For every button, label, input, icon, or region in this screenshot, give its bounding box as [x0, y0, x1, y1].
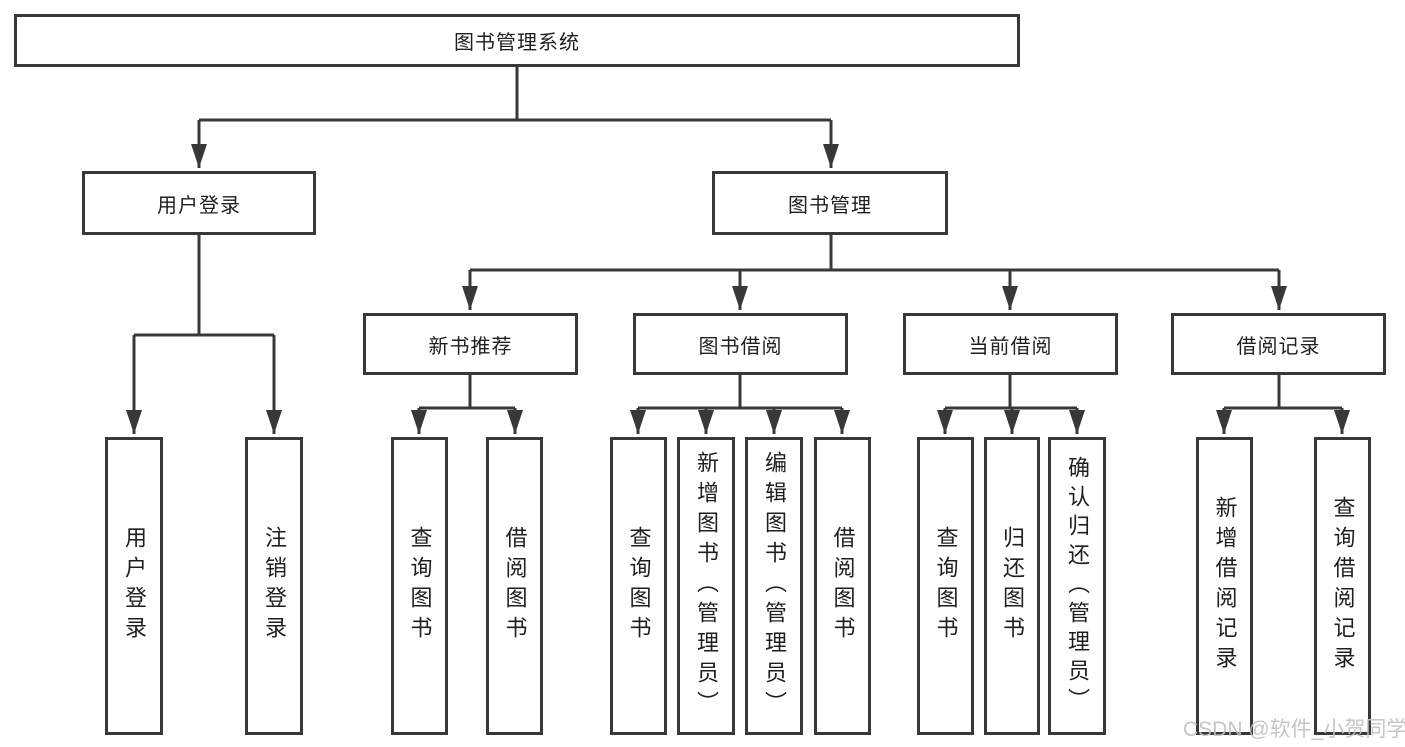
- node-book-borrow: 图书借阅: [633, 313, 848, 375]
- node-label: 新增图书（管理员）: [694, 451, 719, 721]
- node-label: 查询图书: [407, 526, 433, 646]
- leaf-borrow-books-2: 借阅图书: [814, 437, 871, 735]
- node-label: 查询借阅记录: [1330, 496, 1356, 676]
- csdn-watermark: CSDN @软件_小贺同学: [1183, 718, 1405, 741]
- leaf-edit-book-admin: 编辑图书（管理员）: [745, 437, 803, 735]
- node-label: 借阅图书: [502, 526, 528, 646]
- node-label: 用户登录: [157, 194, 241, 217]
- node-label: 图书管理: [788, 194, 872, 217]
- node-label: 借阅记录: [1236, 335, 1321, 358]
- node-label: 归还图书: [1000, 526, 1025, 646]
- node-label: 查询图书: [933, 526, 959, 646]
- node-new-book-recommend: 新书推荐: [363, 313, 578, 375]
- node-label: 图书管理系统: [454, 32, 580, 54]
- node-user-login: 用户登录: [82, 171, 316, 235]
- node-label: 当前借阅: [968, 335, 1053, 358]
- node-label: 图书借阅: [698, 335, 783, 358]
- leaf-confirm-return-admin: 确认归还（管理员）: [1048, 437, 1106, 735]
- node-borrow-records: 借阅记录: [1171, 313, 1386, 375]
- node-label: 新书推荐: [428, 335, 513, 358]
- node-book-management: 图书管理: [712, 171, 948, 235]
- leaf-query-books-2: 查询图书: [610, 437, 667, 735]
- node-label: 确认归还（管理员）: [1065, 455, 1090, 717]
- node-book-management-system: 图书管理系统: [14, 14, 1020, 67]
- node-label: 注销登录: [262, 526, 287, 646]
- leaf-return-book: 归还图书: [984, 437, 1040, 735]
- leaf-query-books-3: 查询图书: [917, 437, 974, 735]
- leaf-query-borrow-record: 查询借阅记录: [1314, 437, 1371, 735]
- leaf-borrow-books-1: 借阅图书: [486, 437, 543, 735]
- leaf-logout: 注销登录: [245, 437, 303, 735]
- node-label: 用户登录: [122, 526, 147, 646]
- node-current-borrow: 当前借阅: [903, 313, 1118, 375]
- node-label: 编辑图书（管理员）: [762, 451, 787, 721]
- leaf-add-book-admin: 新增图书（管理员）: [677, 437, 735, 735]
- leaf-add-borrow-record: 新增借阅记录: [1196, 437, 1253, 735]
- leaf-user-login: 用户登录: [105, 437, 163, 735]
- leaf-query-books-1: 查询图书: [391, 437, 448, 735]
- node-label: 新增借阅记录: [1212, 496, 1238, 676]
- node-label: 查询图书: [626, 526, 652, 646]
- node-label: 借阅图书: [830, 526, 856, 646]
